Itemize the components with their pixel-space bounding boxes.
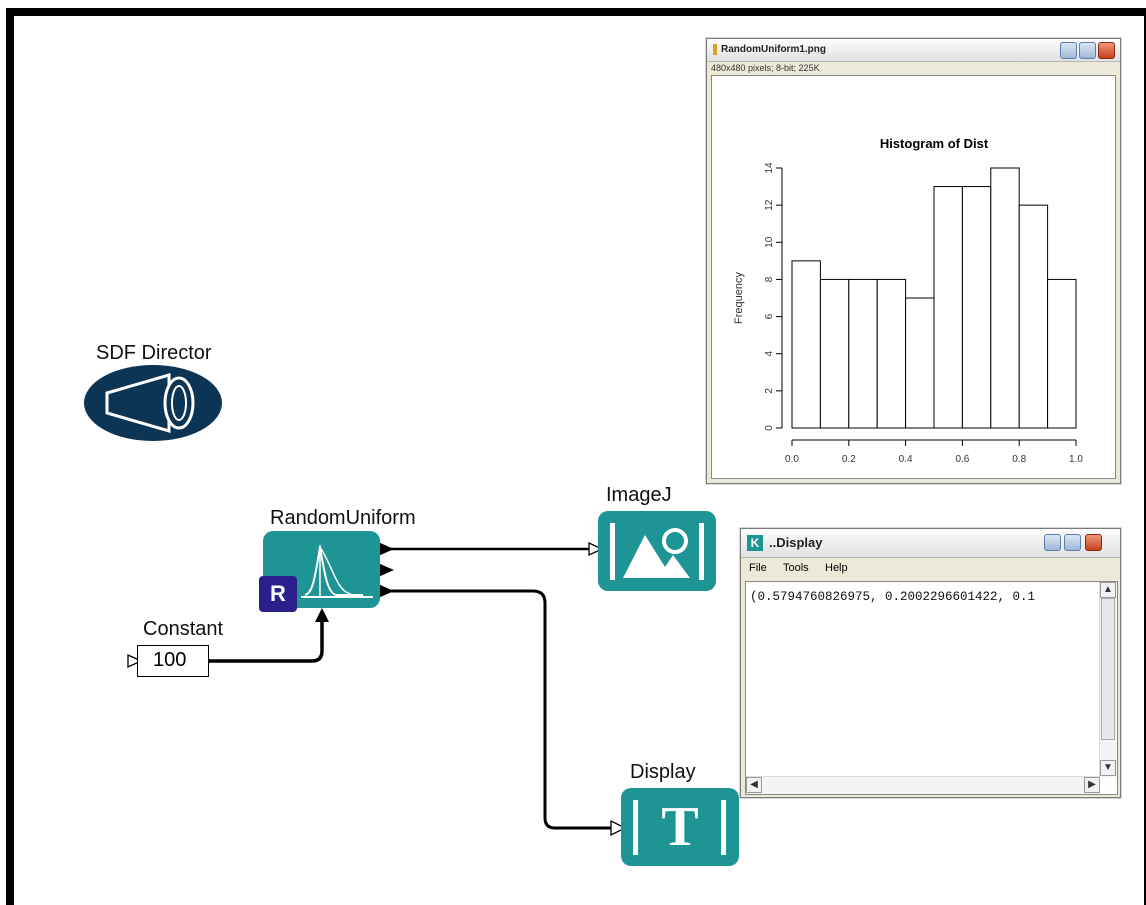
minimize-button[interactable] — [1044, 534, 1061, 551]
histogram-bar — [1018, 204, 1049, 429]
r-badge-text: R — [270, 581, 286, 606]
display-window-titlebar[interactable]: K ..Display — [741, 529, 1120, 558]
histogram-bar — [933, 186, 963, 429]
kepler-icon: K — [747, 535, 763, 551]
y-tick-label: 4 — [764, 350, 775, 356]
maximize-button[interactable] — [1064, 534, 1081, 551]
director-label: SDF Director — [96, 342, 212, 364]
link-constant-to-random[interactable] — [208, 620, 324, 663]
image-window[interactable]: RandomUniform1.png 480x480 pixels; 8-bit… — [706, 38, 1121, 484]
histogram-bar — [1047, 278, 1077, 429]
histogram-bar — [876, 278, 907, 429]
y-axis-label: Frequency — [733, 272, 745, 324]
display-output-text: (0.5794760826975, 0.2002296601422, 0.1 — [750, 590, 1036, 604]
y-tick-label: 6 — [764, 313, 775, 319]
maximize-button[interactable] — [1079, 42, 1096, 59]
display-actor[interactable]: T — [621, 788, 739, 866]
text-icon: T — [661, 796, 699, 858]
random-trigger-port[interactable] — [315, 608, 329, 622]
menu-bar: File Tools Help — [741, 558, 1120, 578]
x-tick-label: 0.4 — [899, 454, 913, 465]
chart-title: Histogram of Dist — [880, 136, 989, 151]
image-window-titlebar[interactable]: RandomUniform1.png — [707, 39, 1120, 62]
scroll-right-arrow-icon[interactable]: ▶ — [1084, 777, 1100, 793]
sdf-director-icon[interactable] — [83, 364, 223, 442]
histogram-bar — [905, 297, 935, 429]
image-icon — [610, 523, 704, 580]
link-random-to-display[interactable] — [390, 589, 614, 830]
display-left-bar — [633, 800, 638, 855]
minimize-button[interactable] — [1060, 42, 1077, 59]
horizontal-scrollbar[interactable]: ◀ ▶ — [746, 776, 1100, 794]
x-tick-label: 1.0 — [1069, 454, 1083, 465]
y-tick-label: 2 — [764, 388, 775, 394]
random-output-port-1[interactable] — [378, 542, 394, 556]
menu-help[interactable]: Help — [825, 562, 848, 574]
imagej-app-icon — [713, 44, 717, 55]
image-info: 480x480 pixels; 8-bit; 225K — [711, 63, 820, 73]
imagej-input-port[interactable] — [588, 541, 604, 557]
canvas-frame — [6, 8, 1146, 905]
x-tick-label: 0.0 — [785, 454, 799, 465]
histogram-bar — [791, 260, 821, 429]
scroll-down-arrow-icon[interactable]: ▼ — [1100, 760, 1116, 776]
menu-file[interactable]: File — [749, 562, 767, 574]
histogram-chart: Histogram of Dist 0 2 4 6 8 10 12 14 0.0 0.2 0.4 0.6… — [733, 136, 1083, 465]
display-window-title: ..Display — [769, 535, 823, 550]
constant-label: Constant — [143, 618, 224, 640]
histogram-bar — [990, 167, 1020, 429]
scroll-thumb[interactable] — [1101, 598, 1115, 740]
text-area[interactable]: (0.5794760826975, 0.2002296601422, 0.1 ▲… — [745, 581, 1118, 795]
y-tick-label: 8 — [764, 276, 775, 282]
y-tick-label: 0 — [764, 425, 775, 431]
r-badge: R — [259, 576, 297, 612]
random-output-port-3[interactable] — [378, 584, 394, 598]
display-label: Display — [630, 761, 696, 783]
vertical-scrollbar[interactable]: ▲ ▼ — [1099, 582, 1117, 777]
histogram-bar — [819, 278, 850, 429]
x-tick-label: 0.6 — [955, 454, 969, 465]
imagej-actor[interactable] — [598, 511, 716, 591]
scroll-left-arrow-icon[interactable]: ◀ — [746, 777, 762, 793]
menu-tools[interactable]: Tools — [783, 562, 809, 574]
constant-value: 100 — [153, 649, 187, 671]
y-tick-label: 12 — [764, 199, 775, 211]
display-window[interactable]: K ..Display File Tools Help (0.579476082… — [740, 528, 1121, 798]
y-tick-label: 10 — [764, 236, 775, 248]
display-right-bar — [721, 800, 726, 855]
constant-input-port[interactable] — [127, 653, 143, 669]
distribution-curve-icon — [301, 545, 373, 598]
y-tick-label: 14 — [764, 162, 775, 174]
close-button[interactable] — [1098, 42, 1115, 59]
image-window-title: RandomUniform1.png — [721, 44, 826, 55]
constant-actor[interactable]: 100 — [137, 645, 209, 677]
imagej-label: ImageJ — [606, 484, 672, 506]
x-tick-label: 0.8 — [1012, 454, 1026, 465]
random-uniform-label: RandomUniform — [270, 507, 416, 529]
histogram-bar — [848, 278, 878, 429]
scroll-up-arrow-icon[interactable]: ▲ — [1100, 582, 1116, 598]
close-button[interactable] — [1085, 534, 1102, 551]
histogram-bar — [961, 186, 992, 429]
display-input-port[interactable] — [610, 819, 627, 837]
x-tick-label: 0.2 — [842, 454, 856, 465]
image-panel: Histogram of Dist 0 2 4 6 8 10 12 14 0.0 0.2 0.4 0.6… — [711, 75, 1116, 479]
random-output-port-2[interactable] — [378, 563, 394, 577]
